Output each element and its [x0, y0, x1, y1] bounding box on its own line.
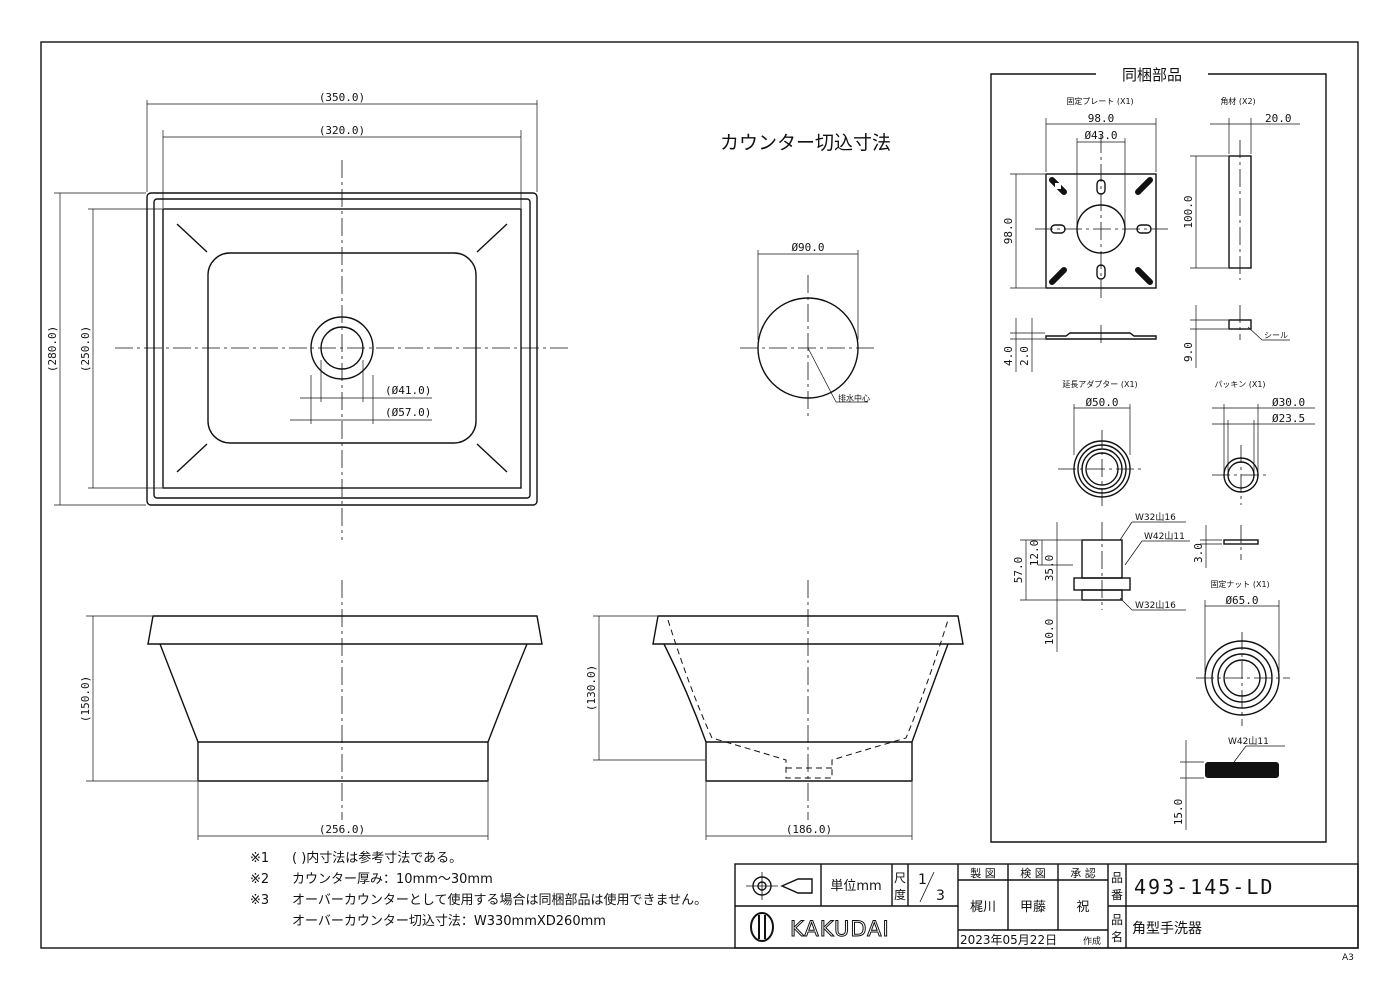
kakudai-logo-icon: [750, 912, 774, 942]
part-no-label-1: 品: [1111, 871, 1123, 885]
side-view: (130.0) (186.0): [585, 580, 964, 840]
part-no-label-2: 番: [1111, 888, 1123, 902]
notes: ※1 ( )内寸法は参考寸法である。 ※2 カウンター厚み：10mm〜30mm …: [250, 850, 707, 929]
block-height: 100.0: [1182, 195, 1195, 228]
dim-cutout-diameter: Ø90.0: [791, 241, 824, 254]
plate-label: 固定プレート (X1): [1066, 96, 1133, 106]
top-view: (350.0) (320.0) (280.0) (250.0) (Ø41.0) …: [46, 91, 570, 540]
adapter-h-b: 35.0: [1043, 555, 1056, 582]
cutout-title: カウンター切込寸法: [720, 132, 891, 154]
nut-label: 固定ナット (X1): [1210, 579, 1269, 589]
hdr-approve: 承 認: [1070, 866, 1096, 880]
approved-by: 祝: [1076, 900, 1089, 915]
block-thickness: 9.0: [1182, 342, 1195, 362]
adapter-h-total: 57.0: [1012, 557, 1025, 584]
scale-num: 1: [918, 872, 927, 888]
nut-side: [1205, 762, 1279, 778]
dim-inner-width: (320.0): [319, 124, 365, 137]
date-suffix: 作成: [1083, 935, 1101, 947]
plate-t2: 2.0: [1018, 346, 1031, 366]
seal-label: シール: [1264, 331, 1288, 340]
nut-dia: Ø65.0: [1225, 594, 1258, 607]
scale-label-1: 尺: [894, 871, 906, 885]
front-view: (150.0) (256.0): [79, 580, 543, 840]
date: 2023年05月22日: [960, 933, 1057, 947]
drawn-by: 梶川: [970, 900, 996, 915]
drain-center-label: 排水中心: [838, 393, 870, 403]
dim-drain-inner: (Ø41.0): [385, 384, 431, 397]
nut-thread: W42山11: [1228, 736, 1269, 747]
adapter-dia: Ø50.0: [1085, 396, 1118, 409]
cutout-view: カウンター切込寸法 Ø90.0 排水中心: [720, 132, 891, 420]
unit-label: 単位mm: [830, 878, 881, 894]
block-width: 20.0: [1265, 112, 1292, 125]
name-label-1: 品: [1111, 913, 1123, 927]
plate-t1: 4.0: [1002, 346, 1015, 366]
adapter-h-c: 10.0: [1043, 619, 1056, 646]
parts-title: 同梱部品: [1122, 66, 1182, 84]
dim-drain-outer: (Ø57.0): [385, 406, 431, 419]
title-block: 単位mm 尺 度 1 3 製 図 検 図 承 認 梶川 甲藤 祝 2023年05…: [734, 863, 1359, 949]
parts-box: 同梱部品 固定プレート (X1) 98.0 Ø43.0 98.0: [990, 66, 1327, 843]
hdr-check: 検 図: [1020, 866, 1046, 880]
note-2-mark: ※2: [250, 872, 269, 887]
dim-front-base: (256.0): [319, 823, 365, 836]
part-no: 493-145-LD: [1134, 875, 1274, 899]
note-1-mark: ※1: [250, 851, 269, 866]
scale-label-2: 度: [894, 887, 906, 902]
note-3-mark: ※3: [250, 893, 269, 908]
nut-h: 15.0: [1172, 799, 1185, 826]
plate-hole: Ø43.0: [1084, 129, 1117, 142]
sheet-border: [40, 41, 1359, 949]
dim-side-height: (130.0): [585, 665, 598, 711]
note-2-text: カウンター厚み：10mm〜30mm: [292, 872, 493, 887]
note-1-text: ( )内寸法は参考寸法である。: [292, 850, 462, 866]
adapter-thread-mid: W42山11: [1144, 531, 1185, 542]
hdr-draw: 製 図: [970, 866, 996, 880]
dim-side-base: (186.0): [786, 823, 832, 836]
dim-inner-depth: (250.0): [79, 326, 92, 372]
scale-den: 3: [936, 888, 945, 904]
checked-by: 甲藤: [1020, 900, 1046, 915]
packing-label: パッキン (X1): [1214, 380, 1265, 389]
adapter-thread-bot: W32山16: [1135, 600, 1176, 611]
name-label-2: 名: [1111, 929, 1123, 944]
packing-outer-dia: Ø30.0: [1272, 396, 1305, 409]
plate-width: 98.0: [1088, 112, 1115, 125]
packing-t: 3.0: [1192, 543, 1205, 563]
brand-name: KAKUDAI: [790, 917, 890, 941]
block-label: 角材 (X2): [1220, 96, 1255, 106]
dim-front-height: (150.0): [79, 676, 92, 722]
product-name: 角型手洗器: [1132, 921, 1202, 937]
adapter-h-a: 12.0: [1028, 540, 1041, 567]
dim-overall-width: (350.0): [319, 91, 365, 104]
note-4-text: オーバーカウンター切込寸法：W330mmXD260mm: [292, 914, 606, 929]
sheet-size: A3: [1342, 953, 1354, 963]
plate-height: 98.0: [1002, 218, 1015, 245]
adapter-thread-top: W32山16: [1135, 512, 1176, 523]
adapter-label: 延長アダプター (X1): [1062, 379, 1137, 389]
projection-symbol-icon: [746, 872, 813, 900]
dim-overall-depth: (280.0): [46, 326, 59, 372]
packing-inner-dia: Ø23.5: [1272, 412, 1305, 425]
note-3-text: オーバーカウンターとして使用する場合は同梱部品は使用できません。: [292, 892, 707, 908]
